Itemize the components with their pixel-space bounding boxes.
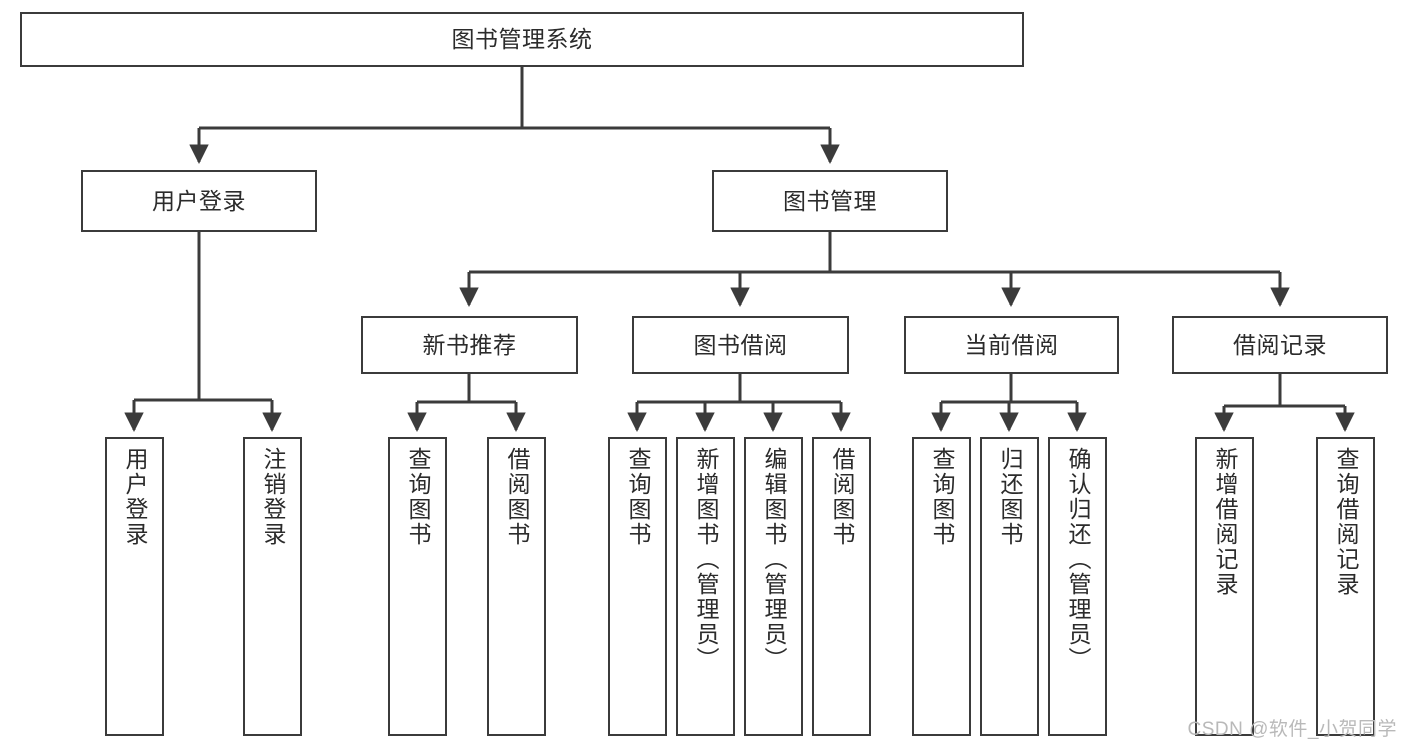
node-label: 当前借阅 [964, 331, 1059, 358]
node-label: 查询图书 [929, 447, 955, 547]
node-label: 图书借阅 [693, 331, 788, 358]
node-label: 借阅记录 [1233, 331, 1327, 358]
node-label: 图书管理系统 [451, 26, 593, 53]
node-label: 借阅图书 [504, 447, 530, 547]
node-leaf-query-book-borrow[interactable]: 查询图书 [608, 437, 667, 736]
node-label: 用户登录 [122, 447, 148, 547]
node-leaf-borrow-book[interactable]: 借阅图书 [812, 437, 871, 736]
node-label: 确认归还（管理员） [1065, 447, 1091, 672]
node-label: 用户登录 [152, 187, 246, 214]
node-label: 编辑图书（管理员） [761, 447, 787, 672]
node-borrow-record[interactable]: 借阅记录 [1172, 316, 1388, 374]
node-leaf-add-borrow-record[interactable]: 新增借阅记录 [1195, 437, 1254, 736]
watermark-text: CSDN @软件_小贺同学 [1187, 719, 1397, 740]
node-new-book-recommend[interactable]: 新书推荐 [361, 316, 578, 374]
node-label: 新书推荐 [422, 331, 517, 358]
node-leaf-add-book-admin[interactable]: 新增图书（管理员） [676, 437, 735, 736]
node-label: 图书管理 [783, 187, 877, 214]
node-label: 查询图书 [405, 447, 431, 547]
node-leaf-query-book-recommend[interactable]: 查询图书 [388, 437, 447, 736]
node-label: 注销登录 [260, 447, 286, 547]
node-book-borrow[interactable]: 图书借阅 [632, 316, 849, 374]
node-label: 归还图书 [997, 447, 1023, 547]
node-label: 查询借阅记录 [1333, 447, 1359, 597]
node-book-management[interactable]: 图书管理 [712, 170, 948, 232]
node-label: 新增图书（管理员） [693, 447, 719, 672]
node-root-book-management-system[interactable]: 图书管理系统 [20, 12, 1024, 67]
node-leaf-user-login[interactable]: 用户登录 [105, 437, 164, 736]
node-current-borrow[interactable]: 当前借阅 [904, 316, 1119, 374]
node-label: 查询图书 [625, 447, 651, 547]
node-leaf-borrow-book-recommend[interactable]: 借阅图书 [487, 437, 546, 736]
node-leaf-edit-book-admin[interactable]: 编辑图书（管理员） [744, 437, 803, 736]
node-leaf-return-book[interactable]: 归还图书 [980, 437, 1039, 736]
node-leaf-logout[interactable]: 注销登录 [243, 437, 302, 736]
node-leaf-query-book-current[interactable]: 查询图书 [912, 437, 971, 736]
node-label: 借阅图书 [829, 447, 855, 547]
node-leaf-query-borrow-record[interactable]: 查询借阅记录 [1316, 437, 1375, 736]
node-label: 新增借阅记录 [1212, 447, 1238, 597]
node-user-login[interactable]: 用户登录 [81, 170, 317, 232]
node-leaf-confirm-return-admin[interactable]: 确认归还（管理员） [1048, 437, 1107, 736]
